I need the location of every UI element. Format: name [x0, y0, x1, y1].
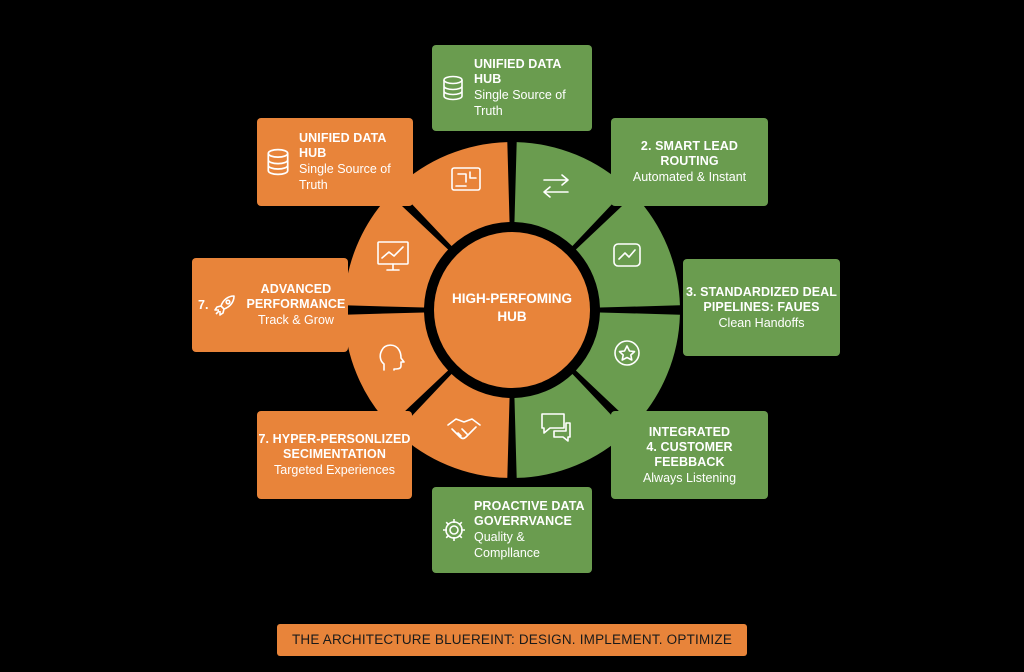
card-title: UNIFIED DATA HUB	[474, 57, 562, 86]
ring-segment-bottom-right	[514, 373, 628, 478]
card-title-line2: PIPELINES: FAUES	[703, 299, 820, 314]
card-standardized-deal-pipelines[interactable]: 3. STANDARDIZED DEAL PIPELINES: FAUES Cl…	[683, 259, 840, 356]
card-subtitle: Single Source of Truth	[299, 162, 391, 192]
ring-segment-left-upper	[344, 194, 449, 308]
database-icon	[440, 75, 466, 101]
card-integrated-customer-feedback[interactable]: INTEGRATED 4. CUSTOMER FEEBBACK Always L…	[611, 411, 768, 499]
footer-banner: THE ARCHITECTURE BLUEREINT: DESIGN. IMPL…	[277, 624, 747, 656]
card-hyper-personalized-segmentation[interactable]: 7. HYPER-PERSONLIZED SECIMENTATION Targe…	[257, 411, 412, 499]
blueprint-icon	[451, 167, 481, 191]
card-number: 7.	[198, 298, 209, 312]
footer-text: THE ARCHITECTURE BLUEREINT: DESIGN. IMPL…	[291, 632, 733, 647]
chart-board-icon	[377, 241, 409, 271]
card-subtitle: Track & Grow	[257, 313, 334, 327]
card-subtitle: Automated & Instant	[632, 170, 747, 184]
card-subtitle: Quality & Compllance	[474, 530, 541, 560]
card-subtitle: Clean Handoffs	[718, 315, 805, 330]
card-smart-lead-routing[interactable]: 2. SMART LEAD ROUTING Automated & Instan…	[611, 118, 768, 206]
card-title: UNIFIED DATA HUB	[299, 131, 387, 160]
card-title-line2: 4. CUSTOMER FEEBBACK	[646, 439, 733, 469]
card-title-line1: 7. HYPER-PERSONLIZED	[258, 432, 411, 446]
hub-title-line1: HIGH-PERFOMING	[452, 291, 572, 306]
card-subtitle: Targeted Experiences	[274, 463, 395, 477]
card-unified-data-hub-left[interactable]: UNIFIED DATA HUB Single Source of Truth	[257, 118, 413, 206]
handshake-icon	[447, 418, 481, 440]
ring-segment-top-left	[396, 142, 510, 247]
card-title-line1: INTEGRATED	[648, 424, 731, 439]
star-refresh-icon	[614, 340, 640, 366]
chat-bubbles-icon	[541, 413, 571, 442]
card-title-line2: SECIMENTATION	[283, 447, 386, 461]
card-title-line2: PERFORMANCE	[246, 297, 346, 311]
card-subtitle: Always Listening	[642, 470, 737, 485]
arrows-left-right-icon	[543, 174, 569, 198]
card-title-line1: ADVANCED	[260, 282, 332, 296]
database-icon	[263, 148, 293, 176]
hub-title-line2: HUB	[497, 309, 527, 324]
rocket-icon	[212, 293, 238, 317]
card-title: 2. SMART LEAD ROUTING	[640, 139, 739, 168]
ring-segment-right-upper	[575, 194, 680, 308]
head-profile-icon	[379, 344, 405, 371]
pipeline-card-icon	[613, 243, 641, 267]
card-proactive-data-governance[interactable]: PROACTIVE DATA GOVERRVANCE Quality & Com…	[432, 487, 592, 573]
hub-center-circle	[434, 232, 590, 388]
ring-segment-bottom-left	[396, 373, 510, 478]
card-title-line1: PROACTIVE DATA	[474, 499, 585, 513]
hub-title: HIGH-PERFOMING HUB	[432, 290, 592, 326]
hub-ring	[344, 142, 680, 478]
card-subtitle: Single Source of Truth	[474, 88, 566, 118]
card-title-line1: 3. STANDARDIZED DEAL	[685, 284, 838, 299]
gear-icon	[440, 517, 468, 543]
card-title-line2: GOVERRVANCE	[474, 514, 572, 528]
card-advanced-performance[interactable]: 7. ADVANCED PERFORMANCE Track & Grow	[192, 258, 348, 352]
card-unified-data-hub-top[interactable]: UNIFIED DATA HUB Single Source of Truth	[432, 45, 592, 131]
ring-segment-top-right	[514, 142, 628, 247]
ring-segment-right-lower	[575, 312, 680, 426]
